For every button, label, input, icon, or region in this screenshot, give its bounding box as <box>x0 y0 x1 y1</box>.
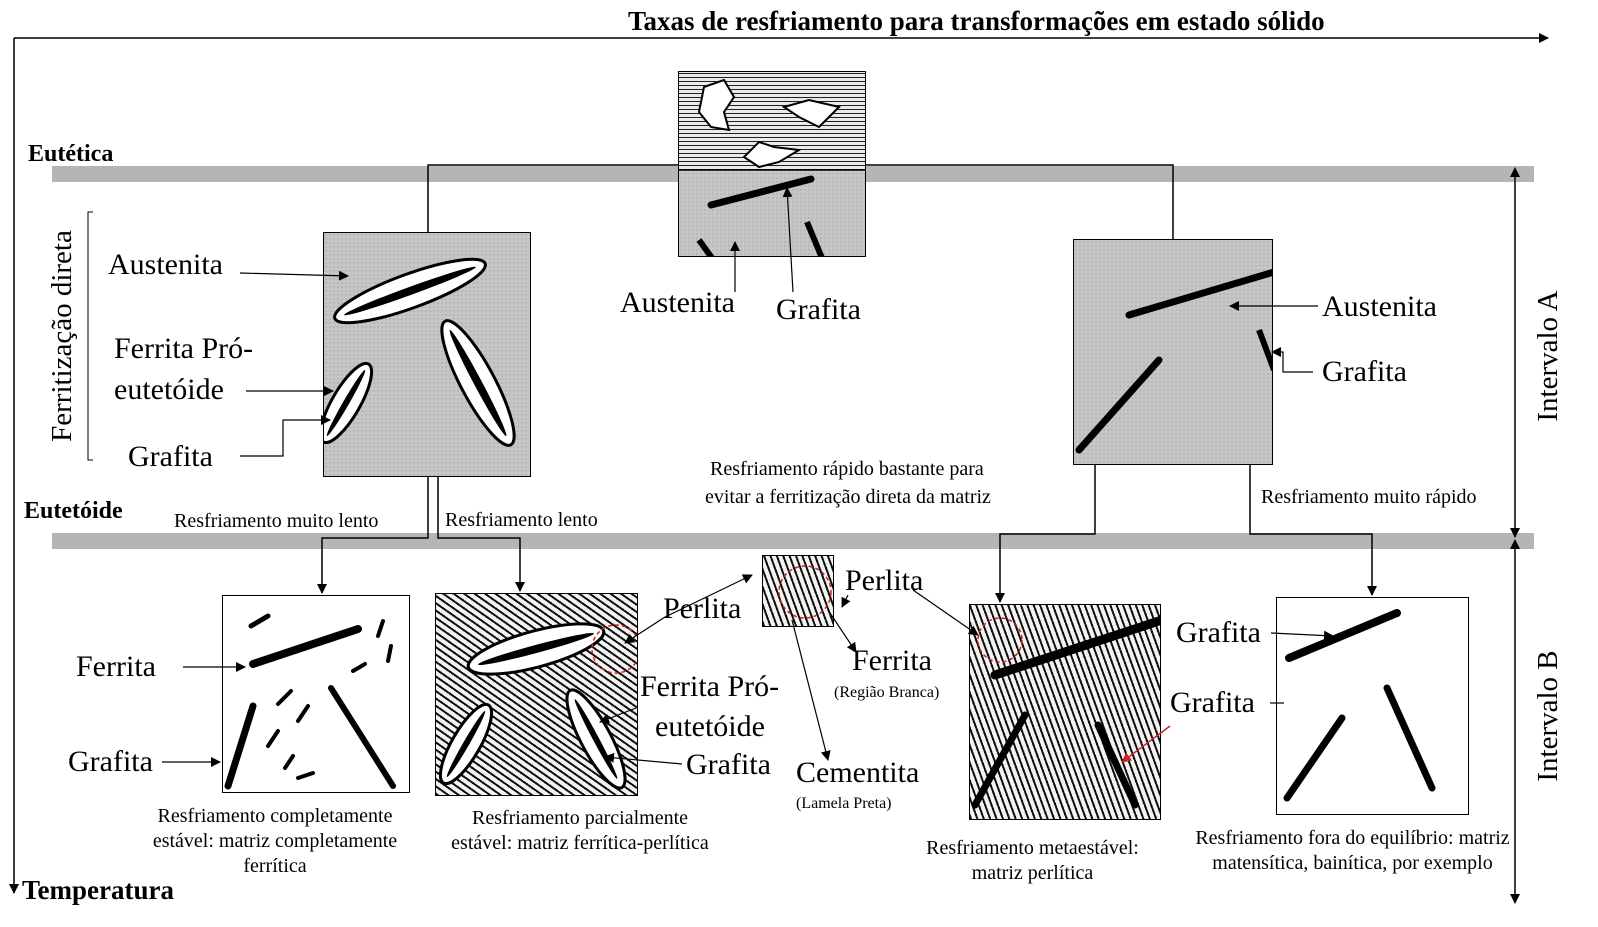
left-ferrite-pro-line1: Ferrita Pró- <box>114 334 253 364</box>
b2-caption: Resfriamento parcialmente estável: matri… <box>440 806 720 856</box>
zoom-cementite-note: (Lamela Preta) <box>796 796 892 812</box>
slow-label: Resfriamento lento <box>445 510 598 530</box>
b3-graphite-label: Grafita <box>1170 688 1255 718</box>
b4-graphite-label: Grafita <box>1176 618 1261 648</box>
left-austenite-label: Austenita <box>108 250 223 280</box>
fast-enough-line1: Resfriamento rápido bastante para <box>710 459 984 479</box>
eutectoid-label: Eutetóide <box>24 499 123 523</box>
very-slow-label: Resfriamento muito lento <box>174 511 378 531</box>
b3-caption: Resfriamento metaestável: matriz perlíti… <box>900 836 1165 886</box>
left-ferrite-pro-line2: eutetóide <box>114 375 224 405</box>
b1-ferrite-label: Ferrita <box>76 652 156 682</box>
right-graphite-label: Grafita <box>1322 357 1407 387</box>
b4-caption: Resfriamento fora do equilíbrio: matriz … <box>1190 826 1515 876</box>
fast-enough-line2: evitar a ferritização direta da matriz <box>705 487 991 507</box>
left-axis-label: Temperatura <box>22 877 174 904</box>
interval-b-label: Intervalo B <box>1534 636 1566 796</box>
left-graphite-label: Grafita <box>128 442 213 472</box>
right-austenite-label: Austenita <box>1322 292 1437 322</box>
zoom-ferrite-note: (Região Branca) <box>834 685 939 701</box>
zoom-ferrite-label: Ferrita <box>852 646 932 676</box>
zoom-pearlite-label: Perlita <box>845 566 923 596</box>
b2-graphite-label: Grafita <box>686 750 771 780</box>
eutectic-label: Eutética <box>28 142 113 166</box>
interval-a-label: Intervalo A <box>1534 276 1566 436</box>
b1-graphite-label: Grafita <box>68 747 153 777</box>
zoom-cementite-label: Cementita <box>796 758 919 788</box>
b2-ferrite-pro-line2: eutetóide <box>655 712 765 742</box>
b1-caption: Resfriamento completamente estável: matr… <box>125 804 425 879</box>
b2-ferrite-pro-line1: Ferrita Pró- <box>640 672 779 702</box>
ferritization-label: Ferritização direta <box>48 216 80 456</box>
very-fast-label: Resfriamento muito rápido <box>1261 487 1477 507</box>
top-axis-label: Taxas de resfriamento para transformaçõe… <box>628 8 1325 35</box>
top-austenite-label: Austenita <box>620 288 735 318</box>
top-graphite-label: Grafita <box>776 295 861 325</box>
b2-pearlite-label: Perlita <box>663 594 741 624</box>
